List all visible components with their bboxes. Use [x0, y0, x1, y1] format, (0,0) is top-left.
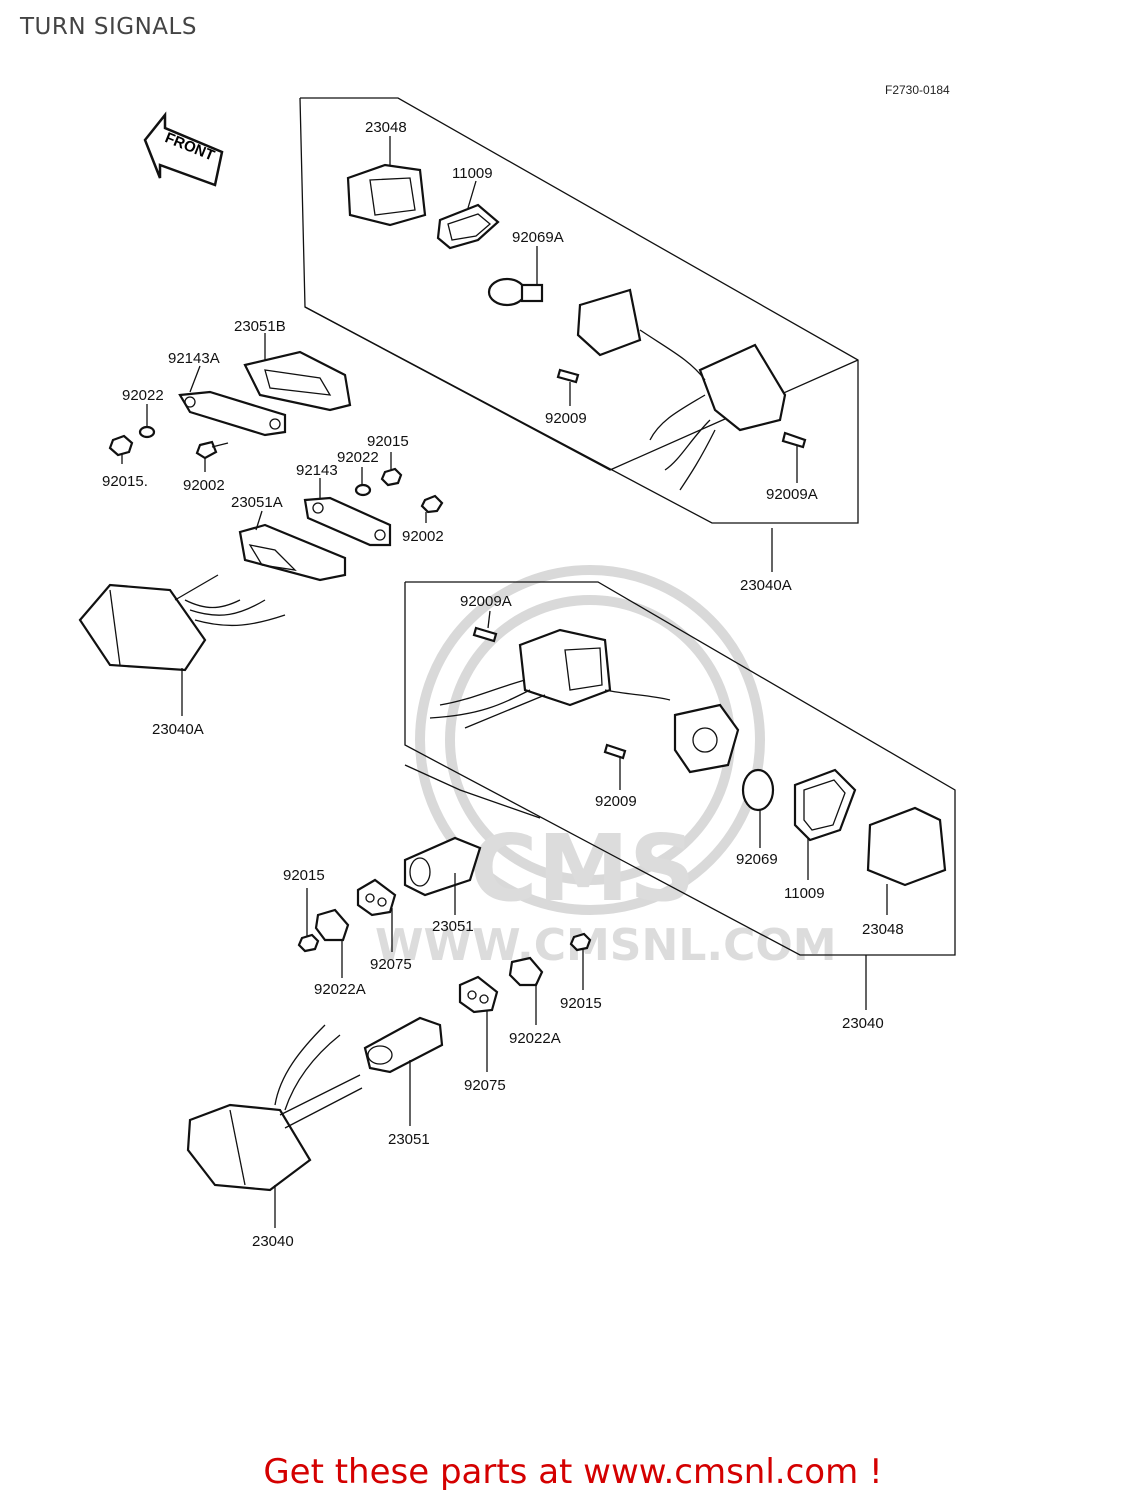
part-label: 92009: [595, 793, 637, 810]
screw-92009-lower: [603, 743, 627, 760]
page-title: TURN SIGNALS: [20, 14, 197, 40]
part-label: 92022: [337, 449, 379, 466]
nut-92015-low: [297, 933, 320, 953]
part-label: 92022A: [314, 981, 366, 998]
collar-23051-low: [363, 1016, 444, 1074]
part-label: 92009A: [766, 486, 818, 503]
part-label: 92143A: [168, 350, 220, 367]
part-label: 92075: [370, 956, 412, 973]
part-label: 92015: [283, 867, 325, 884]
leader-lines: [121, 136, 888, 1228]
bulb-92069a: [487, 277, 544, 307]
screw-92009a-upper: [781, 431, 807, 449]
part-label: 92075: [464, 1077, 506, 1094]
part-label: 92015: [560, 995, 602, 1012]
bracket-23051a: [238, 523, 347, 582]
screw-92009-upper: [556, 368, 580, 384]
plate-92143: [303, 496, 392, 547]
part-label: 92069A: [512, 229, 564, 246]
diagram-code: F2730-0184: [885, 83, 950, 97]
parts-diagram: CMS WWW.CMSNL.COM FRONT: [78, 97, 956, 1250]
lower-assembly-outline: [404, 581, 956, 956]
watermark-url: WWW.CMSNL.COM: [375, 920, 837, 971]
part-label: 92002: [183, 477, 225, 494]
bracket-23051b: [243, 350, 352, 412]
part-label: 23040A: [152, 721, 204, 738]
part-label: 92143: [296, 462, 338, 479]
part-label: 92002: [402, 528, 444, 545]
promo-footer-link[interactable]: Get these parts at www.cmsnl.com !: [263, 1452, 883, 1492]
gasket-11009-lower: [793, 768, 857, 842]
turn-signal-23040-lower-right: [429, 628, 671, 729]
part-label: 92022: [122, 387, 164, 404]
washer-92022-top: [138, 425, 156, 439]
part-label: 23051: [432, 918, 474, 935]
turn-signal-23040-lower-left: [186, 1024, 363, 1192]
collar-23051-mid: [403, 836, 482, 897]
bulb-92069: [741, 768, 775, 812]
nut-92015-top: [108, 434, 134, 457]
watermark-brand: CMS: [470, 815, 695, 922]
grommet-92075-low: [458, 975, 499, 1014]
part-label: 23051A: [231, 494, 283, 511]
part-label: 92022A: [509, 1030, 561, 1047]
part-labels: 23048 11009 92069A 23051B 92143A 92022 9…: [102, 119, 904, 1250]
screw-92009a-lower: [472, 626, 498, 643]
turn-signal-23040a-left: [78, 574, 286, 672]
part-label: 11009: [452, 165, 493, 182]
turn-signal-23040a-upper: [576, 288, 787, 491]
bolt-92002-mid: [420, 494, 444, 514]
washer-92022-mid: [354, 483, 372, 497]
part-label: 23048: [862, 921, 904, 938]
part-label: 92009: [545, 410, 587, 427]
plate-92143a: [178, 390, 287, 437]
part-label: 92009A: [460, 593, 512, 610]
bolt-92002-top: [195, 440, 229, 460]
part-label: 23048: [365, 119, 407, 136]
part-label: 23051: [388, 1131, 430, 1148]
grommet-92075-mid: [356, 878, 397, 917]
lens-23048-lower: [866, 806, 947, 887]
part-label: 23040: [252, 1233, 294, 1250]
gasket-11009-upper: [436, 203, 500, 250]
nut-92015-mid: [380, 467, 403, 487]
part-label: 92069: [736, 851, 778, 868]
socket-lower: [673, 703, 740, 774]
watermark: CMS WWW.CMSNL.COM: [375, 565, 837, 971]
plate-92022a-mid: [314, 908, 350, 942]
part-label: 11009: [784, 885, 825, 902]
part-label: 92015: [367, 433, 409, 450]
lens-23048-upper: [346, 163, 427, 227]
part-label: 23051B: [234, 318, 286, 335]
part-label: 23040: [842, 1015, 884, 1032]
part-label: 92015.: [102, 473, 148, 490]
front-arrow-icon: FRONT: [143, 111, 224, 187]
part-label: 23040A: [740, 577, 792, 594]
nut-92015-low2: [569, 932, 592, 952]
